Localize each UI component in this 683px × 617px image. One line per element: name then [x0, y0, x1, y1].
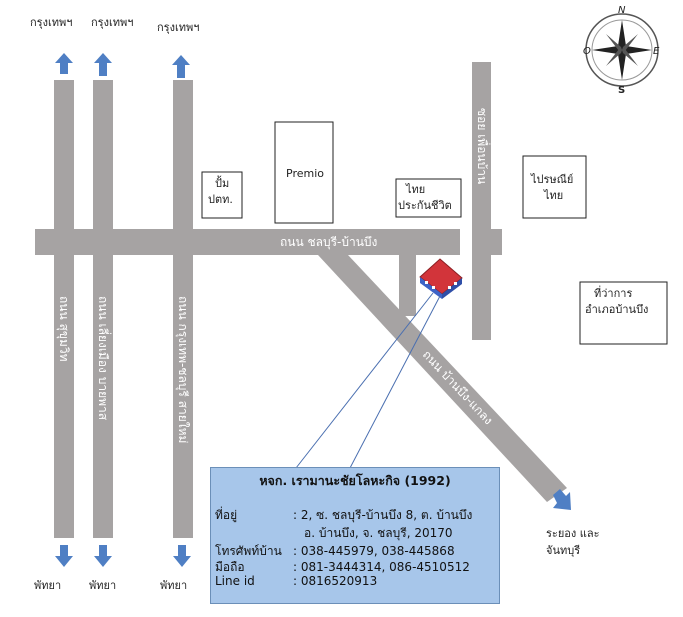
landmark-district-office — [579, 281, 668, 345]
landmark-gas-station-line2: ปตท. — [208, 193, 233, 206]
landmark-premio — [274, 121, 334, 224]
landmark-premio-label: Premio — [286, 167, 324, 180]
mobile-value: : 081-3444314, 086-4510512 — [293, 560, 470, 574]
compass-s: S — [618, 85, 625, 96]
line-label: Line id — [215, 574, 255, 588]
landmark-district-office-line1: ที่ว่าการ — [594, 285, 632, 300]
landmark-insurance-line2: ประกันชีวิต — [398, 199, 452, 212]
direction-bottom-2: พัทยา — [89, 579, 116, 592]
line-row: Line id : 0816520913 — [215, 574, 377, 588]
address-row-2: อ. บ้านบึง, จ. ชลบุรี, 20170 — [304, 524, 453, 543]
line-value: : 0816520913 — [293, 574, 378, 588]
landmark-insurance-line1: ไทย — [405, 183, 425, 196]
arrows-down — [55, 489, 571, 567]
road-label-vertical-2: ถนน เลี่ยงเมือง บายพาส — [96, 296, 112, 421]
road-label-soi: ซอย เพื่อนบ้าน — [475, 108, 491, 184]
road-label-main: ถนน ชลบุรี-บ้านบึง — [280, 235, 377, 250]
arrow-down-icon — [55, 545, 73, 567]
arrow-up-icon — [94, 53, 112, 76]
compass-icon: N S E O — [583, 5, 660, 96]
address-line2: อ. บ้านบึง, จ. ชลบุรี, 20170 — [304, 526, 453, 540]
landmarks — [201, 121, 668, 345]
direction-bottom-3: พัทยา — [160, 579, 187, 592]
leader-lines — [295, 292, 441, 469]
arrow-down-right-icon — [553, 489, 571, 510]
landmark-post-office-line2: ไทย — [543, 189, 563, 202]
landmark-gas-station — [201, 171, 243, 219]
direction-bottom-right-1: ระยอง และ — [546, 527, 599, 540]
building-icon — [419, 258, 463, 299]
address-line1: : 2, ซ. ชลบุรี-บ้านบึง 8, ต. บ้านบึง — [293, 508, 473, 522]
road-label-vertical-3: ถนน กรุงเทพ-ชลบุรี สายใหม่ — [175, 296, 190, 443]
company-name: หจก. เรามานะชัยโลหะกิจ (1992) — [259, 473, 451, 488]
road-vertical-1 — [54, 80, 74, 538]
compass-w: O — [583, 46, 591, 57]
direction-top-1: กรุงเทพฯ — [30, 16, 72, 29]
road-stub — [399, 254, 416, 316]
direction-top-2: กรุงเทพฯ — [91, 16, 133, 29]
compass-n: N — [618, 5, 626, 16]
direction-top-3: กรุงเทพฯ — [157, 21, 199, 34]
road-main-horizontal — [35, 229, 460, 255]
road-vertical-3 — [173, 80, 193, 538]
phone-value: : 038-445979, 038-445868 — [293, 544, 455, 558]
phone-row: โทรศัพท์บ้าน : 038-445979, 038-445868 — [215, 542, 455, 561]
roads — [35, 62, 567, 538]
address-label: ที่อยู่ — [215, 508, 238, 522]
compass-e: E — [653, 46, 660, 57]
mobile-row: มือถือ : 081-3444314, 086-4510512 — [215, 558, 470, 577]
landmark-gas-station-line1: ปั้ม — [215, 175, 229, 190]
road-soi — [472, 62, 491, 340]
arrow-up-icon — [55, 53, 73, 74]
arrow-down-icon — [94, 545, 112, 567]
road-label-diagonal: ถนน บ้านบึง-แกลง — [420, 347, 496, 427]
road-label-vertical-1: ถนน สุขุมวิท — [56, 296, 71, 362]
road-vertical-2 — [93, 80, 113, 538]
contact-info-box: หจก. เรามานะชัยโลหะกิจ (1992) ที่อยู่ : 2… — [210, 467, 500, 604]
phone-label: โทรศัพท์บ้าน — [215, 544, 282, 558]
landmark-insurance — [395, 178, 462, 218]
landmark-post-office-line1: ไปรษณีย์ — [530, 173, 573, 186]
arrow-down-icon — [173, 545, 191, 567]
direction-bottom-1: พัทยา — [34, 579, 61, 592]
arrows-up — [55, 53, 190, 78]
arrow-up-icon — [172, 55, 190, 78]
road-diagonal — [318, 255, 567, 502]
landmark-post-office — [522, 155, 587, 219]
mobile-label: มือถือ — [215, 560, 245, 574]
landmark-district-office-line2: อำเภอบ้านบึง — [585, 303, 648, 316]
address-row: ที่อยู่ : 2, ซ. ชลบุรี-บ้านบึง 8, ต. บ้าน… — [215, 506, 472, 525]
road-main-horizontal-east — [490, 229, 502, 255]
direction-bottom-right-2: จันทบุรี — [546, 544, 580, 557]
